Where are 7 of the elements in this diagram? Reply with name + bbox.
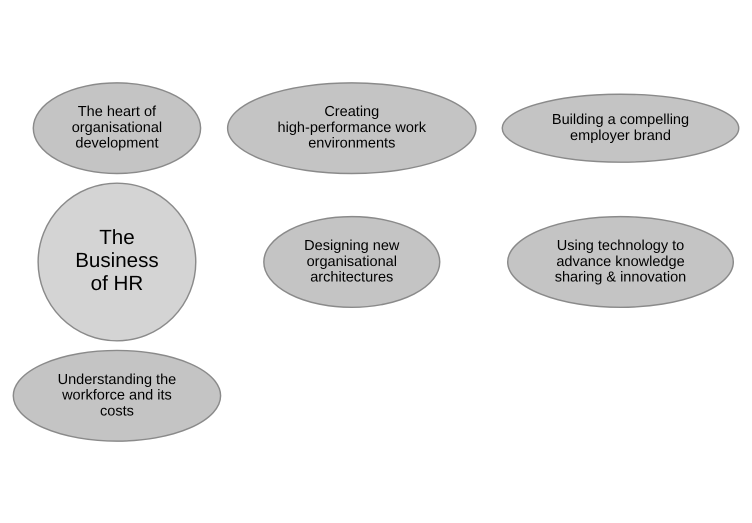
node-ellipse: Understanding the workforce and its costs — [12, 349, 222, 442]
node-ellipse: Creating high-performance work environments — [226, 82, 477, 174]
node-ellipse: Using technology to advance knowledge sharing & innovation — [506, 215, 734, 308]
node-circle: The Business of HR — [37, 182, 196, 342]
node-ellipse: Building a compelling employer brand — [502, 93, 740, 162]
node-ellipse: The heart of organisational development — [32, 82, 202, 174]
node-ellipse: Designing new organisational architectures — [263, 215, 440, 308]
